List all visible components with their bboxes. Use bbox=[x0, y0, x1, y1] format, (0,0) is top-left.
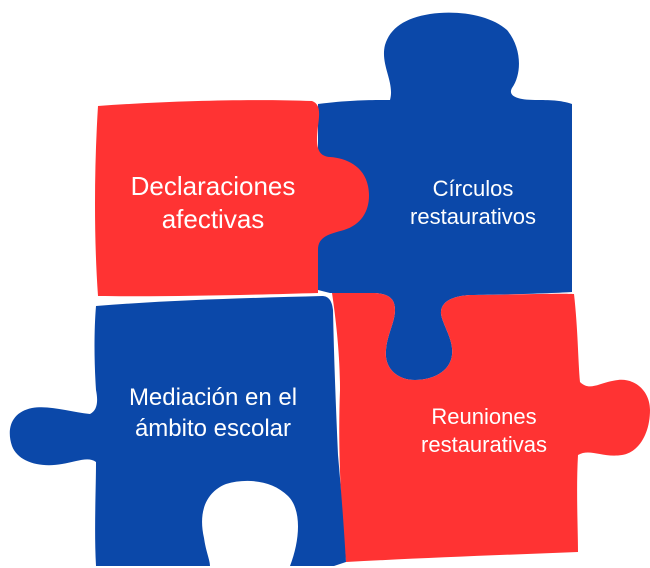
label-declaraciones: Declaraciones afectivas bbox=[103, 170, 323, 237]
label-declaraciones-line-1: Declaraciones bbox=[130, 171, 296, 201]
puzzle-piece-mediacion bbox=[9, 296, 347, 566]
label-circulos-line-1: Círculos bbox=[432, 176, 514, 201]
label-declaraciones-line-2: afectivas bbox=[161, 204, 265, 235]
label-reuniones-line-2: restaurativas bbox=[421, 432, 547, 458]
label-reuniones: Reuniones restaurativas bbox=[368, 403, 600, 459]
label-circulos-line-2: restaurativos bbox=[410, 204, 536, 230]
label-circulos: Círculos restaurativos bbox=[363, 175, 583, 231]
puzzle-piece-reuniones bbox=[332, 293, 650, 562]
label-reuniones-line-1: Reuniones bbox=[431, 404, 537, 429]
label-mediacion-line-1: Mediación en el bbox=[128, 384, 298, 411]
puzzle-piece-circulos bbox=[318, 12, 572, 381]
label-mediacion: Mediación en el ámbito escolar bbox=[98, 383, 328, 444]
puzzle-piece-declaraciones bbox=[95, 100, 369, 297]
label-mediacion-line-2: ámbito escolar bbox=[134, 414, 292, 442]
